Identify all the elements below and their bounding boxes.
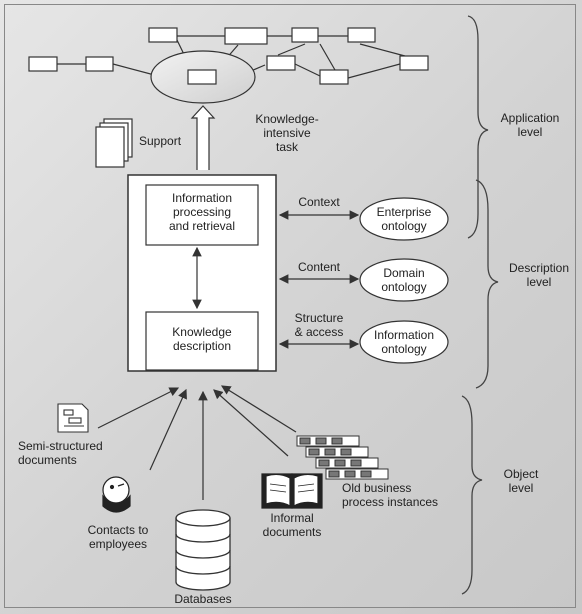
task-node bbox=[347, 27, 376, 43]
application-level-label: Application level bbox=[500, 111, 560, 139]
info-processing-box bbox=[145, 184, 259, 246]
structure-access-label: Structure & access bbox=[294, 311, 344, 339]
knowledge-description-label: Knowledge description bbox=[172, 325, 232, 353]
semi-structured-label: Semi-structured documents bbox=[18, 439, 103, 467]
domain-ontology-label: Domain ontology bbox=[381, 266, 427, 294]
domain-ontology-ellipse bbox=[359, 258, 449, 302]
object-brace bbox=[461, 395, 483, 595]
task-node bbox=[224, 27, 268, 45]
informal-documents-book-icon bbox=[261, 473, 323, 509]
semi-structured-document-icon bbox=[57, 403, 89, 433]
contacts-label: Contacts to employees bbox=[87, 523, 149, 551]
database-icon bbox=[175, 509, 231, 591]
up-arrow bbox=[190, 105, 216, 170]
task-node bbox=[28, 56, 58, 72]
content-label: Content bbox=[297, 260, 341, 274]
task-node bbox=[148, 27, 178, 43]
task-node bbox=[187, 69, 217, 85]
databases-label: Databases bbox=[174, 592, 232, 606]
info-processing-label: Information processing and retrieval bbox=[168, 191, 236, 233]
context-label: Context bbox=[298, 195, 340, 209]
employee-contact-icon bbox=[102, 476, 131, 513]
support-label: Support bbox=[139, 134, 182, 148]
object-level-label: Object level bbox=[503, 467, 539, 495]
description-brace bbox=[475, 179, 499, 389]
task-nodes bbox=[28, 27, 429, 85]
knowledge-description-box bbox=[145, 311, 259, 371]
information-ontology-ellipse bbox=[359, 320, 449, 364]
task-label: Knowledge- intensive task bbox=[255, 112, 319, 154]
process-instances-icon bbox=[296, 435, 389, 480]
process-instances-label: Old business process instances bbox=[342, 481, 439, 509]
task-node bbox=[319, 69, 349, 85]
enterprise-ontology-ellipse bbox=[359, 197, 449, 241]
task-node bbox=[85, 56, 114, 72]
task-node bbox=[399, 55, 429, 71]
application-brace bbox=[467, 15, 489, 239]
enterprise-ontology-label: Enterprise ontology bbox=[376, 205, 432, 233]
task-node bbox=[266, 55, 296, 71]
information-ontology-label: Information ontology bbox=[373, 328, 435, 356]
diagram-frame bbox=[4, 4, 576, 608]
source-arrows bbox=[97, 385, 297, 500]
informal-documents-label: Informal documents bbox=[262, 511, 322, 539]
task-node bbox=[291, 27, 319, 43]
support-documents-icon bbox=[95, 118, 133, 168]
description-level-label: Description level bbox=[508, 261, 570, 289]
